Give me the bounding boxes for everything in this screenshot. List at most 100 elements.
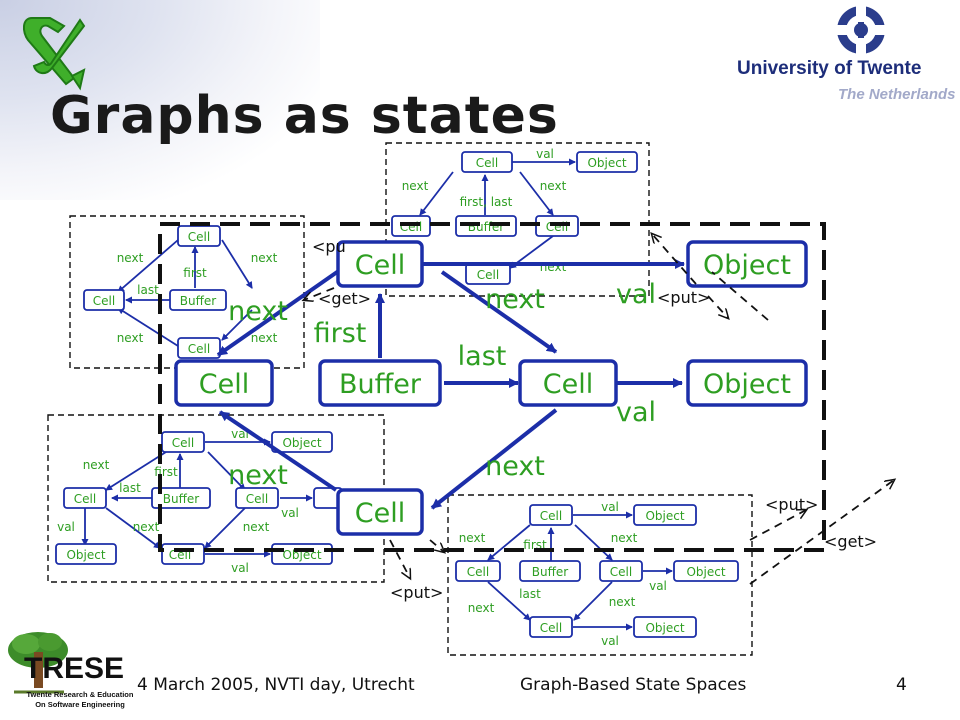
state-box-bottom-right: Cell Object Cell Buffer Cell Object Cell… xyxy=(447,494,753,656)
node-cell xyxy=(336,240,424,288)
node-object xyxy=(673,560,739,582)
footer-date-venue: 4 March 2005, NVTI day, Utrecht xyxy=(137,675,415,695)
transition-label: <put> xyxy=(765,495,818,514)
edge-label: next xyxy=(611,531,638,545)
edge-label: val xyxy=(601,500,619,514)
edge-label: next xyxy=(243,520,270,534)
node-label: Cell xyxy=(543,369,593,400)
edge-label: val xyxy=(536,147,554,161)
node-label: Cell xyxy=(610,565,632,579)
node-label: Buffer xyxy=(532,565,568,579)
node-cell xyxy=(235,487,279,509)
edge-label: val xyxy=(616,279,656,310)
slide-page-number: 4 xyxy=(896,675,907,695)
slide-title: Graphs as states xyxy=(50,86,559,146)
edge-label: last xyxy=(458,341,507,372)
node-cell xyxy=(63,487,107,509)
node-label: Object xyxy=(686,565,725,579)
corner-gradient xyxy=(0,0,320,200)
node-label: Object xyxy=(645,509,684,523)
edge-label: next xyxy=(468,601,495,615)
node-buffer xyxy=(151,487,211,509)
edge-label: next xyxy=(609,595,636,609)
node-label: Cell xyxy=(246,492,268,506)
edge-label: last xyxy=(137,283,159,297)
university-name: University of Twente xyxy=(737,58,922,79)
trese-logo-text: TRESE xyxy=(24,652,125,685)
node-cell xyxy=(336,488,424,536)
edge-label: next xyxy=(228,460,288,491)
edge-label: next xyxy=(117,331,144,345)
edge-label: next xyxy=(402,179,429,193)
university-country: The Netherlands xyxy=(838,86,956,103)
node-cell xyxy=(461,151,513,173)
node-label: Cell xyxy=(199,369,249,400)
node-cell xyxy=(529,616,573,638)
edge-label: val xyxy=(57,520,75,534)
edge-label: next xyxy=(485,284,545,315)
edge-label: next xyxy=(459,531,486,545)
edge-label: next xyxy=(540,179,567,193)
node-label: Cell xyxy=(188,342,210,356)
node-cell xyxy=(455,560,501,582)
node-object xyxy=(686,240,808,288)
node-object xyxy=(686,359,808,407)
node-buffer xyxy=(455,215,517,237)
node-label: Cell xyxy=(540,621,562,635)
transition-labels: <pu <get> <put> <put> <get> <put> xyxy=(312,237,877,602)
edge-label: val xyxy=(616,397,656,428)
edge-label: first xyxy=(314,318,367,349)
node-label: Cell xyxy=(172,436,194,450)
transition-label: <put> xyxy=(657,288,710,307)
node-label: Cell xyxy=(355,498,405,529)
state-box-top: Cell Object Cell Buffer Cell Cell val ne… xyxy=(385,142,650,297)
node-label: Cell xyxy=(355,250,405,281)
edge-label: val xyxy=(601,634,619,648)
node-label: Object xyxy=(703,369,791,400)
node-label: Cell xyxy=(74,492,96,506)
transition-label: <put> xyxy=(390,583,443,602)
transitions xyxy=(304,234,894,585)
node-object xyxy=(576,151,638,173)
transition-label: <get> xyxy=(318,289,371,308)
node-label: Object xyxy=(587,156,626,170)
state-box-main: Cell Object Cell Buffer Cell Object Cell… xyxy=(158,222,826,552)
edge-label: next xyxy=(251,251,278,265)
node-buffer xyxy=(519,560,581,582)
node-buffer xyxy=(318,359,442,407)
state-box-bottom-left: Cell Object Cell Buffer Cell Object Cell… xyxy=(47,414,385,583)
edge-label: val xyxy=(281,506,299,520)
node-label: Object xyxy=(645,621,684,635)
trese-subtitle-1: Twente Research & Education xyxy=(26,690,134,699)
node-cell xyxy=(161,431,205,453)
footer-talk-title: Graph-Based State Spaces xyxy=(520,675,747,695)
node-object xyxy=(633,504,697,526)
node-label: Object xyxy=(703,250,791,281)
node-label: Cell xyxy=(188,230,210,244)
node-cell xyxy=(599,560,643,582)
node-label: Cell xyxy=(540,509,562,523)
state-box-top-left: Cell Cell Buffer Cell next next first la… xyxy=(69,215,305,369)
green-ampersand-logo-icon xyxy=(22,17,86,91)
node-cell xyxy=(518,359,618,407)
node-object xyxy=(271,543,333,565)
node-object xyxy=(55,543,117,565)
node-label: Object xyxy=(66,548,105,562)
node-object xyxy=(271,431,333,453)
node-cell xyxy=(174,359,274,407)
node-label: Cell xyxy=(476,156,498,170)
node-label: Cell xyxy=(477,268,499,282)
edge-label: next xyxy=(228,296,288,327)
edge-label: next xyxy=(251,331,278,345)
edge-label: first, last xyxy=(460,195,513,209)
twente-emblem-icon xyxy=(835,4,887,56)
edge-label: next xyxy=(117,251,144,265)
node-cell xyxy=(529,504,573,526)
edge-label: next xyxy=(83,458,110,472)
edge-label: next xyxy=(133,520,160,534)
node-label: Buffer xyxy=(339,369,422,400)
edge-label: val xyxy=(649,579,667,593)
node-label: Cell xyxy=(93,294,115,308)
node-cell xyxy=(83,289,125,311)
